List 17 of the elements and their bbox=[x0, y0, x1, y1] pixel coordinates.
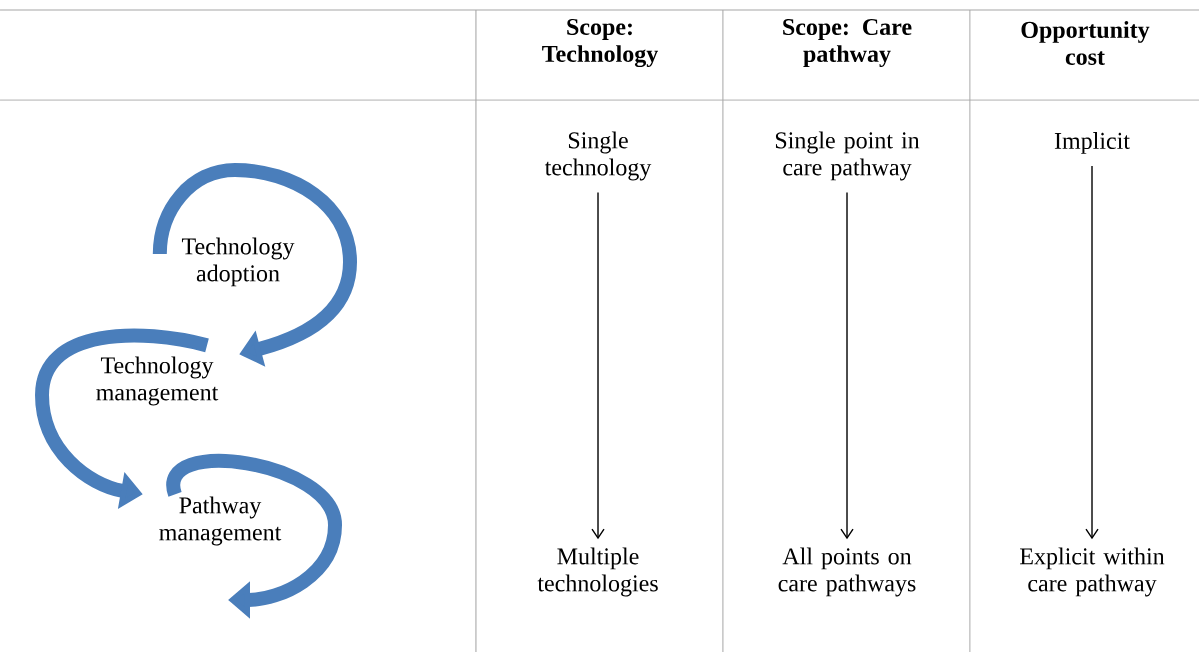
stage-label: Technology management bbox=[96, 356, 219, 406]
column-header: Scope: Care pathway bbox=[783, 18, 912, 67]
cell-text: Explicit within care pathway bbox=[1020, 547, 1165, 597]
cell-text: Multiple technologies bbox=[537, 547, 658, 597]
cell-text: Single technology bbox=[544, 131, 652, 181]
curved-arrow bbox=[152, 163, 357, 367]
arrow bbox=[591, 191, 605, 540]
column-header: Opportunity cost bbox=[1021, 21, 1150, 65]
stage-label: Technology adoption bbox=[181, 237, 295, 287]
arrow bbox=[1085, 165, 1099, 540]
stage-label: Pathway management bbox=[159, 496, 282, 546]
curved-arrow bbox=[166, 454, 342, 619]
cell-text: Single point in care pathway bbox=[775, 131, 920, 181]
column-header: Scope: Technology bbox=[542, 18, 659, 68]
arrow bbox=[840, 191, 854, 540]
cell-text: All points on care pathways bbox=[778, 547, 916, 597]
cell-text: Implicit bbox=[1054, 132, 1130, 154]
